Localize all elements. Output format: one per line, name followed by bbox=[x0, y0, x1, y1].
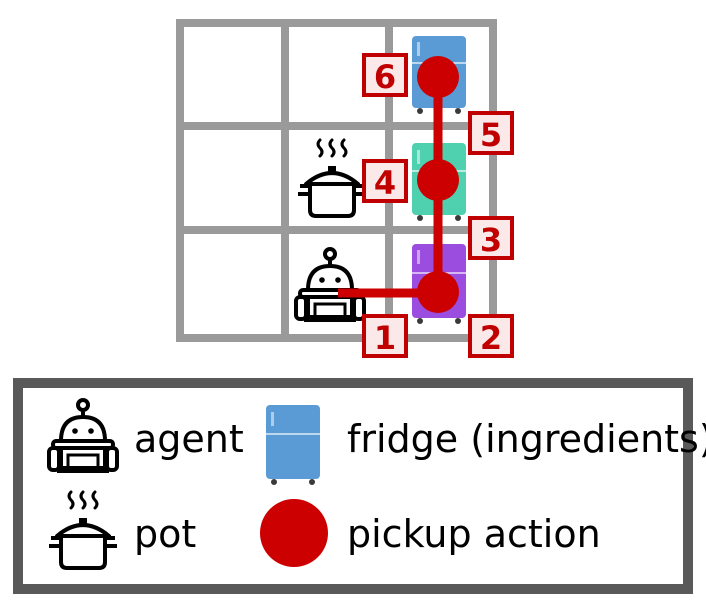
agent-path bbox=[338, 56, 459, 313]
legend-item-pickup: pickup action bbox=[260, 499, 601, 567]
fridge-purple-foot bbox=[417, 318, 423, 324]
legend-item-pot: pot bbox=[47, 490, 196, 570]
legend-item-agent: agent bbox=[47, 398, 244, 473]
legend-pot-label: pot bbox=[134, 512, 196, 556]
step-label-4-text: 4 bbox=[374, 164, 396, 202]
legend-item-fridge: fridge (ingredients) bbox=[266, 405, 706, 485]
fridge-icon bbox=[266, 405, 320, 485]
fridge-teal-foot bbox=[417, 215, 423, 221]
step-label-5-text: 5 bbox=[480, 116, 502, 154]
fridge-teal-handle bbox=[417, 150, 420, 164]
fridge-blue-foot bbox=[455, 108, 461, 114]
pickup-dot bbox=[417, 271, 459, 313]
pickup-dot bbox=[417, 159, 459, 201]
pickup-dot-icon bbox=[260, 499, 328, 567]
legend-frame bbox=[13, 378, 693, 594]
legend: agent fridge (ingredients) pot pickup ac… bbox=[13, 378, 706, 594]
pickup-dot bbox=[417, 56, 459, 98]
legend-fridge-label: fridge (ingredients) bbox=[347, 417, 706, 461]
step-label-6: 6 bbox=[362, 53, 408, 97]
step-label-3-text: 3 bbox=[480, 221, 502, 259]
fridge-blue-foot bbox=[417, 108, 423, 114]
step-label-1: 1 bbox=[362, 314, 408, 358]
fridge-purple-handle bbox=[417, 250, 420, 264]
step-label-2-text: 2 bbox=[480, 319, 502, 357]
fridge-purple-foot bbox=[455, 318, 461, 324]
robot-icon bbox=[294, 247, 366, 322]
legend-pickup-label: pickup action bbox=[347, 512, 601, 556]
legend-agent-label: agent bbox=[134, 417, 244, 461]
step-label-3: 3 bbox=[468, 216, 514, 260]
step-label-2: 2 bbox=[468, 314, 514, 358]
fridge-teal-foot bbox=[455, 215, 461, 221]
step-label-4: 4 bbox=[362, 159, 408, 203]
pot-icon bbox=[296, 138, 368, 218]
fridge-blue-handle bbox=[417, 42, 420, 56]
step-label-6-text: 6 bbox=[374, 58, 396, 96]
step-label-5: 5 bbox=[468, 111, 514, 155]
step-label-1-text: 1 bbox=[374, 319, 396, 357]
